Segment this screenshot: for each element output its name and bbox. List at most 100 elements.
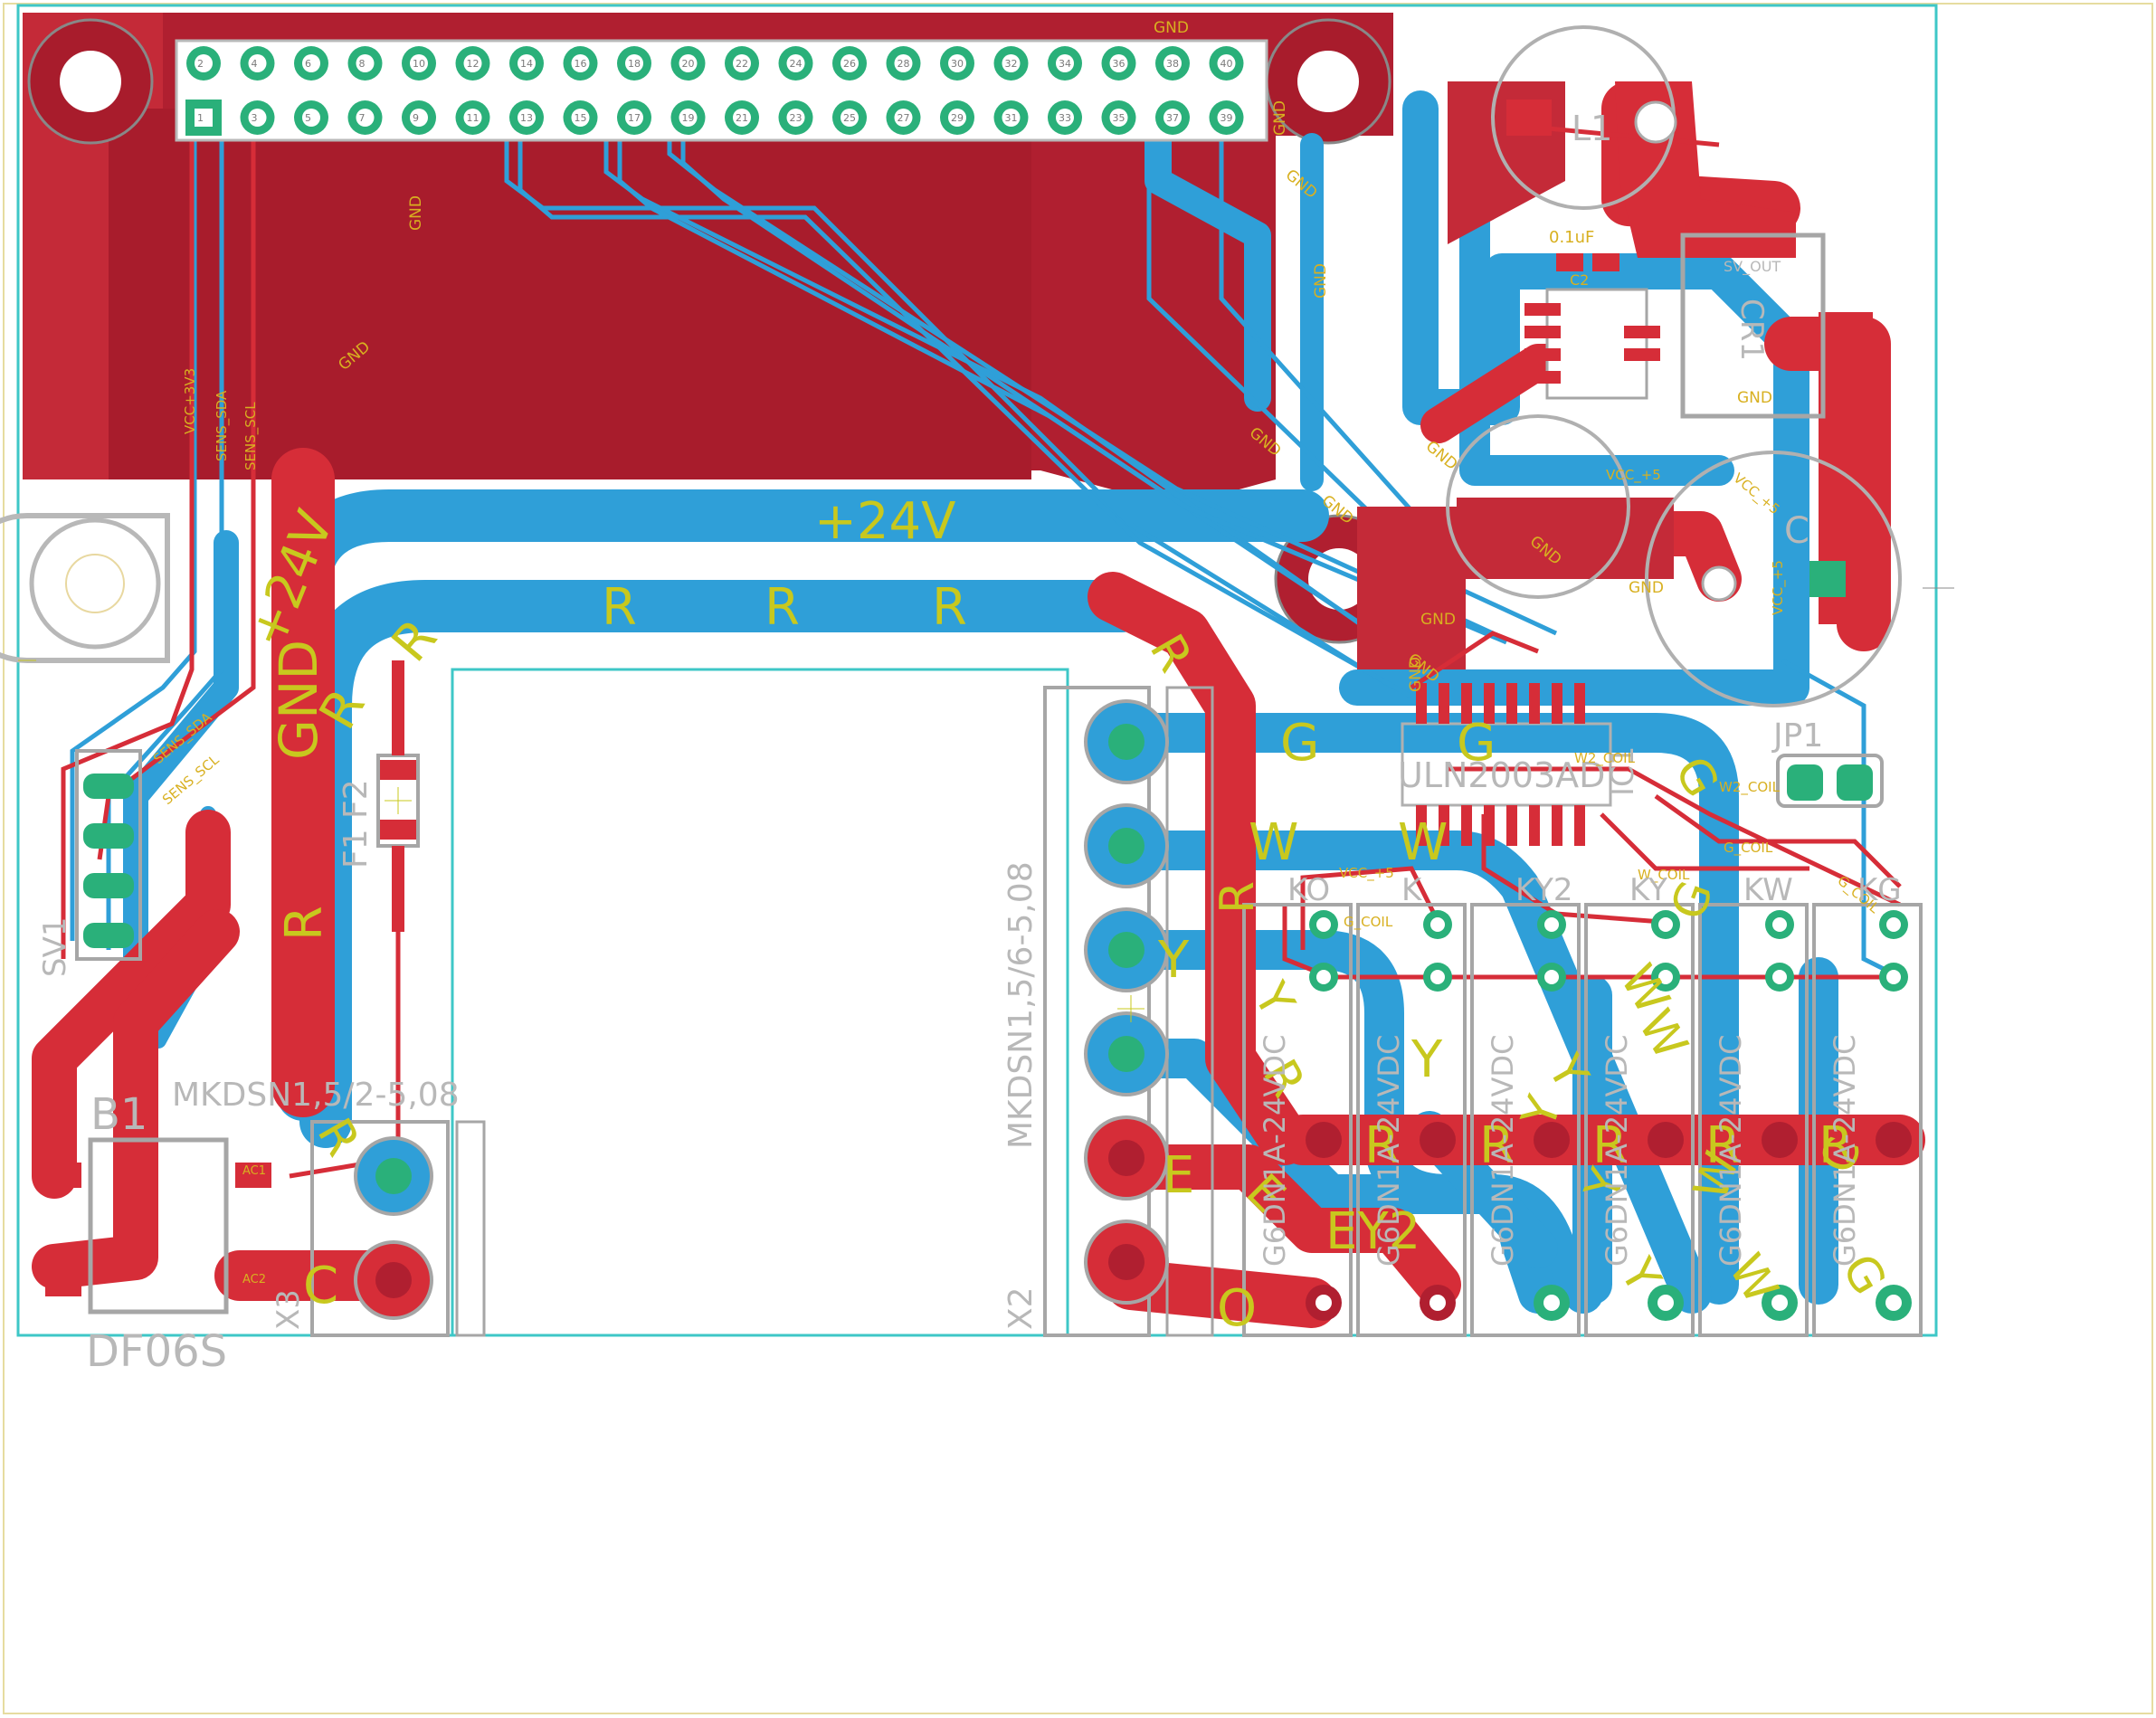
x2-terminal-pad xyxy=(1108,1140,1144,1176)
header-pin-label: 26 xyxy=(843,58,856,70)
relay-com-pad xyxy=(1534,1122,1570,1158)
trace-r-main xyxy=(1087,572,1310,1165)
relay-com-pad xyxy=(1648,1122,1684,1158)
header-pin-label: 7 xyxy=(359,112,366,124)
header-pin-label: 39 xyxy=(1220,112,1233,124)
label-r-bus1: R xyxy=(602,578,637,637)
label-y2: Y xyxy=(1410,1030,1443,1089)
cap-left-outline xyxy=(1446,414,1630,599)
mount-hole-3 xyxy=(29,517,161,650)
ic-pin xyxy=(1416,683,1427,724)
cap-right-outline xyxy=(1645,451,1902,707)
relay-KY2 xyxy=(1470,903,1581,1337)
header-pin-label: 18 xyxy=(628,58,641,70)
svg-text:VCC_+5: VCC_+5 xyxy=(1339,865,1394,882)
header-pin-label: 25 xyxy=(843,112,856,124)
sv1-outline xyxy=(75,749,142,961)
svg-text:VCC+3V3: VCC+3V3 xyxy=(182,368,198,434)
header-pin-label: 11 xyxy=(467,112,480,124)
ic-pin xyxy=(1416,805,1427,846)
header-pin-label: 9 xyxy=(413,112,419,124)
board-edge xyxy=(3,3,2153,1714)
x2-terminal-pad xyxy=(1108,932,1144,968)
svg-text:R: R xyxy=(1705,1116,1741,1175)
fuse-pad-top xyxy=(380,760,416,780)
x3-outline xyxy=(310,1120,450,1337)
ic-pins xyxy=(1416,683,1585,846)
header-pin-label: 30 xyxy=(951,58,964,70)
relay-label-KY2: KY2 xyxy=(1515,872,1572,908)
jp1-outline xyxy=(1776,754,1884,808)
header-pin-label: 27 xyxy=(898,112,910,124)
b1-pad-ac1 xyxy=(235,1163,271,1188)
ic-pin xyxy=(1529,683,1540,724)
svg-text:GND: GND xyxy=(407,195,425,231)
label-g1: G xyxy=(1280,714,1319,773)
header-pin-label: 38 xyxy=(1166,58,1179,70)
trace-o xyxy=(1106,1259,1337,1328)
b1-outline xyxy=(88,1137,229,1315)
header-pin-label: 31 xyxy=(1005,112,1018,124)
label-c: C xyxy=(1784,510,1809,552)
label-ic1: IC1 xyxy=(1605,746,1641,796)
header-pin-label: 2 xyxy=(197,58,204,70)
l1-pin xyxy=(1634,100,1677,144)
origin-markers xyxy=(18,587,1954,1022)
label-mkdsn-x2: MKDSN1,5/6-5,08 xyxy=(1002,861,1040,1149)
label-b1: B1 xyxy=(90,1089,147,1140)
svg-text:GND: GND xyxy=(1271,100,1289,136)
relay-type: G6DN1A-24VDC xyxy=(1600,1035,1634,1267)
svg-text:GND: GND xyxy=(1312,263,1330,299)
relay-type: G6DN1A-24VDC xyxy=(1828,1035,1862,1267)
label-sv-out: SV_OUT xyxy=(1724,258,1781,276)
svg-text:SENS_SDA: SENS_SDA xyxy=(214,390,231,461)
x2-outline xyxy=(1043,686,1151,1337)
relay-com-pad xyxy=(1420,1122,1456,1158)
cap-left-pad xyxy=(1701,565,1737,602)
sv1-pads xyxy=(83,774,134,948)
x2-terminal-pad xyxy=(1108,1036,1144,1072)
svg-text:W2_COIL: W2_COIL xyxy=(1574,750,1636,767)
label-x3: X3 xyxy=(271,1289,307,1330)
label-r-bus2: R xyxy=(765,578,800,637)
b1-pad-ac2 xyxy=(235,1271,271,1296)
relay-com-pad xyxy=(1762,1122,1798,1158)
label-cr1: CR1 xyxy=(1733,299,1770,361)
svg-text:W2_COIL: W2_COIL xyxy=(1719,779,1781,796)
header-pin-label: 3 xyxy=(252,112,258,124)
relay-KW xyxy=(1698,903,1809,1337)
relay-labels: KOG6DN1A-24VDCKG6DN1A-24VDCKY2G6DN1A-24V… xyxy=(1258,872,1902,1267)
header-pin-label: 40 xyxy=(1220,58,1233,70)
header-pin-label: 15 xyxy=(575,112,587,124)
relay-pads xyxy=(1306,910,1912,1321)
header-pin-label: 1 xyxy=(197,112,204,124)
trace-g-blue xyxy=(1111,713,1739,1305)
svg-text:R: R xyxy=(1364,1116,1400,1175)
fuse-pad-bot xyxy=(380,820,416,840)
trace-e xyxy=(1108,1144,1461,1307)
c2-pads xyxy=(1524,253,1660,384)
header-pin-label: 24 xyxy=(790,58,803,70)
header-pin-label: 34 xyxy=(1059,58,1071,70)
header-pin-label: 16 xyxy=(575,58,587,70)
jp1-pad-2 xyxy=(1837,764,1873,801)
header-pin-label: 4 xyxy=(252,58,258,70)
c2-outline xyxy=(1545,288,1648,400)
b1-pad-p xyxy=(45,1163,81,1188)
label-r-main2: R xyxy=(1211,881,1265,914)
header-pin-label: 23 xyxy=(790,112,803,124)
relay-label-K: K xyxy=(1401,872,1423,908)
bottom-signal-traces xyxy=(70,72,1902,980)
ic-pin xyxy=(1574,805,1585,846)
header-pin-label: 21 xyxy=(736,112,748,124)
svg-text:W_COIL: W_COIL xyxy=(1638,867,1690,884)
x2-terminal-pad xyxy=(1108,724,1144,760)
relay-label-KW: KW xyxy=(1743,872,1793,908)
x2-terminal-pad xyxy=(1108,1244,1144,1280)
header-pin-label: 35 xyxy=(1113,112,1125,124)
ic-pin xyxy=(1461,805,1472,846)
top-pour-ic xyxy=(1457,498,1674,579)
header-pin-label: 12 xyxy=(467,58,480,70)
